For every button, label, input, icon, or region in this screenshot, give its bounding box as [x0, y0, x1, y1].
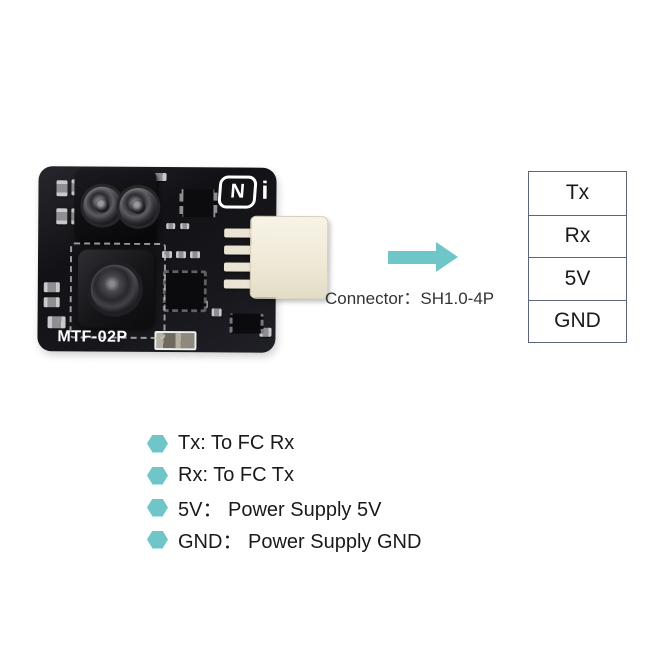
arrow-head	[436, 242, 458, 272]
legend-item-label: 5V： Power Supply 5V	[178, 499, 382, 521]
smd-component	[166, 223, 176, 230]
smd-component	[43, 297, 60, 308]
hex-bullet-icon	[147, 466, 168, 485]
pin-table-row-gnd: GND	[529, 299, 626, 343]
hex-bullet-icon	[147, 530, 168, 549]
smd-chip	[229, 313, 264, 334]
pin-legend: Tx: To FC Rx Rx: To FC Tx 5V： Power Supp…	[147, 432, 421, 553]
qfn-chip	[162, 270, 207, 313]
smd-component	[56, 180, 68, 197]
brand-logo: N i	[217, 175, 269, 209]
smd-component	[180, 223, 190, 230]
sh1-connector	[249, 215, 329, 300]
smd-component	[190, 251, 201, 259]
tof-receiver-lens-icon	[119, 187, 158, 227]
legend-item-label: Rx: To FC Tx	[178, 464, 294, 486]
legend-item-rx: Rx: To FC Tx	[147, 464, 421, 486]
hex-bullet-icon	[147, 434, 168, 453]
legend-item-tx: Tx: To FC Rx	[147, 432, 421, 454]
smd-component	[56, 208, 68, 225]
arrow-right-icon	[388, 242, 458, 272]
board-model-label: MTF-02P	[57, 328, 128, 346]
hex-bullet-icon	[147, 498, 168, 517]
legend-item-gnd: GND： Power Supply GND	[147, 529, 421, 553]
connector-label: Connector：SH1.0-4P	[325, 289, 495, 308]
pcb-board: N i MTF-02P	[37, 166, 329, 353]
legend-item-label: Tx: To FC Rx	[178, 432, 295, 454]
optical-flow-camera	[77, 249, 155, 328]
logo-i-glyph: i	[261, 176, 269, 205]
legend-item-label: GND： Power Supply GND	[178, 531, 422, 553]
smd-component	[43, 282, 60, 293]
legend-item-5v: 5V： Power Supply 5V	[147, 497, 421, 521]
pin-table: Tx Rx 5V GND	[528, 171, 627, 343]
soic-chip	[179, 189, 218, 218]
pin-table-row-5v: 5V	[529, 257, 626, 300]
arrow-shaft	[388, 251, 436, 264]
camera-lens-icon	[90, 264, 139, 313]
tof-emitter-lens-icon	[83, 186, 122, 225]
smd-component	[47, 316, 66, 329]
tof-sensor-module	[74, 169, 158, 242]
pin-table-row-rx: Rx	[529, 214, 626, 258]
pin-table-row-tx: Tx	[565, 181, 590, 205]
smd-component	[176, 251, 187, 259]
logo-n-glyph: N	[217, 175, 258, 209]
smd-component	[211, 308, 222, 317]
